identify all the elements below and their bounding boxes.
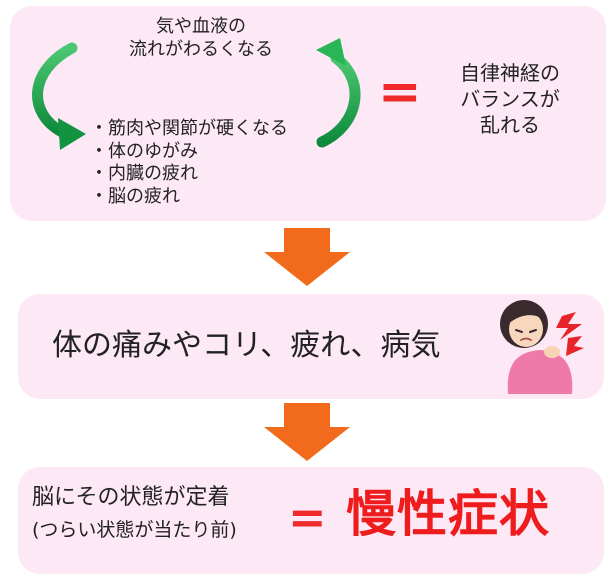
effects-list: ・筋肉や関節が硬くなる ・体のゆがみ ・内臓の疲れ ・脳の疲れ xyxy=(90,118,288,208)
result-line-2: バランスが xyxy=(460,87,560,111)
result-line-3: 乱れる xyxy=(480,113,540,137)
conclusion-line-2: (つらい状態が当たり前) xyxy=(32,519,237,541)
equals-sign-1: = xyxy=(378,62,422,122)
down-arrow-icon-1 xyxy=(264,228,350,286)
chronic-symptoms-label: 慢性症状 xyxy=(346,485,550,543)
woman-neck-pain-icon xyxy=(500,300,584,394)
autonomic-result: 自律神経の バランスが 乱れる xyxy=(445,60,575,138)
effect-item-muscle: ・筋肉や関節が硬くなる xyxy=(90,118,288,139)
cycle-top-line-1: 気や血液の xyxy=(156,16,246,37)
symptoms-text: 体の痛みやコリ、疲れ、病気 xyxy=(52,328,441,363)
conclusion-line-1: 脳にその状態が定着 xyxy=(32,485,230,510)
effect-item-organs: ・内臓の疲れ xyxy=(90,163,198,184)
cycle-top-line-2: 流れがわるくなる xyxy=(129,39,273,60)
down-arrow-icon-2 xyxy=(264,403,350,461)
conclusion-panel xyxy=(18,467,604,574)
effect-item-brain: ・脳の疲れ xyxy=(90,185,180,207)
cycle-top-text: 気や血液の 流れがわるくなる xyxy=(96,15,306,61)
effect-item-posture: ・体のゆがみ xyxy=(90,140,198,162)
equals-sign-2: = xyxy=(288,490,327,544)
cycle-arrows-icon xyxy=(32,38,361,150)
cycle-panel xyxy=(10,6,606,221)
result-line-1: 自律神経の xyxy=(460,61,560,85)
